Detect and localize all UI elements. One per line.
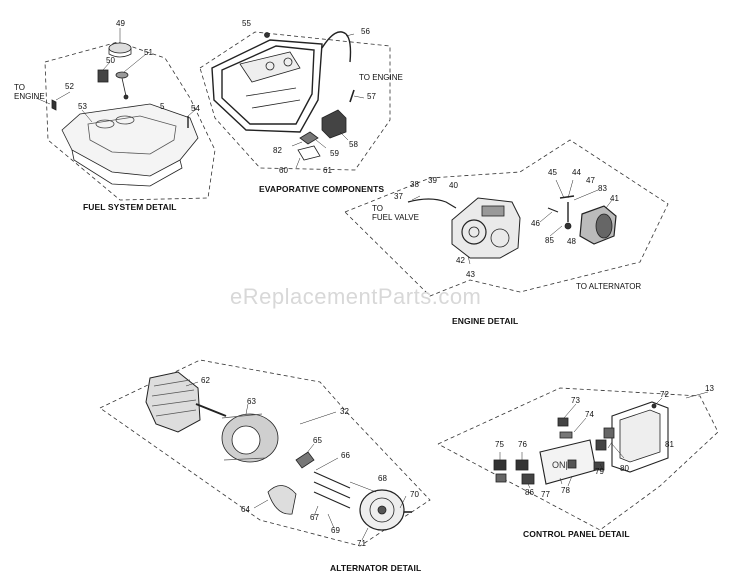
callout-65: 65 [313, 436, 322, 445]
fuel-cap [108, 42, 132, 54]
fuel-valve [51, 99, 57, 111]
callout-46: 46 [531, 219, 540, 228]
fuel-dashed-outline [44, 41, 216, 201]
callout-71: 71 [357, 539, 366, 548]
callout-37: 37 [394, 192, 403, 201]
callout-54: 54 [191, 104, 200, 113]
callout-77: 77 [541, 490, 550, 499]
callout-49: 49 [116, 19, 125, 28]
fuel-strainer [97, 69, 109, 83]
callout-73: 73 [571, 396, 580, 405]
callout-70: 70 [410, 490, 419, 499]
callout-67: 67 [310, 513, 319, 522]
callout-66: 66 [341, 451, 350, 460]
note-to-engine-left: TO ENGINE [14, 83, 45, 101]
callout-32: 32 [340, 407, 349, 416]
callout-80: 80 [620, 464, 629, 473]
callout-75: 75 [495, 440, 504, 449]
callout-76: 76 [518, 440, 527, 449]
callout-68: 68 [378, 474, 387, 483]
callout-58: 58 [349, 140, 358, 149]
title-alternator: ALTERNATOR DETAIL [330, 563, 422, 573]
callout-53: 53 [78, 102, 87, 111]
title-fuel-system: FUEL SYSTEM DETAIL [83, 202, 177, 212]
control-box [611, 401, 669, 473]
carbon-canister [321, 109, 347, 139]
callout-52: 52 [65, 82, 74, 91]
callout-39: 39 [428, 176, 437, 185]
rotor [145, 371, 201, 433]
callout-81: 81 [665, 440, 674, 449]
engine-dashed-outline [344, 139, 669, 297]
callout-47: 47 [586, 176, 595, 185]
svg-text:ON|: ON| [552, 460, 568, 470]
control-dashed-outline [437, 387, 719, 531]
callout-43: 43 [466, 270, 475, 279]
callout-57: 57 [367, 92, 376, 101]
callout-85: 85 [545, 236, 554, 245]
callout-79: 79 [595, 467, 604, 476]
callout-50: 50 [106, 56, 115, 65]
callout-72: 72 [660, 390, 669, 399]
callout-13: 13 [705, 384, 714, 393]
callout-44: 44 [572, 168, 581, 177]
callout-61: 61 [323, 166, 332, 175]
vent-hose [321, 31, 352, 63]
title-control-panel: CONTROL PANEL DETAIL [523, 529, 630, 539]
fuel-tank [61, 103, 199, 177]
callout-59: 59 [330, 149, 339, 158]
engine-group [344, 139, 669, 297]
generator-frame [211, 39, 323, 133]
callout-60: 60 [279, 166, 288, 175]
fuel-gauge [115, 71, 129, 79]
callout-78: 78 [561, 486, 570, 495]
callout-82: 82 [273, 146, 282, 155]
callout-48: 48 [567, 237, 576, 246]
callout-62: 62 [201, 376, 210, 385]
callout-74: 74 [585, 410, 594, 419]
callout-5: 5 [160, 102, 165, 111]
callout-42: 42 [456, 256, 465, 265]
callout-41: 41 [610, 194, 619, 203]
callout-86: 86 [525, 488, 534, 497]
watermark: eReplacementParts.com [230, 284, 482, 309]
control-panel-group: ON| [437, 387, 719, 531]
note-to-engine-evap: TO ENGINE [359, 73, 403, 82]
callout-45: 45 [548, 168, 557, 177]
evap-group [199, 31, 391, 171]
note-to-alternator: TO ALTERNATOR [576, 282, 642, 291]
callout-56: 56 [361, 27, 370, 36]
fuel-line [407, 198, 457, 209]
callout-51: 51 [144, 48, 153, 57]
callout-64: 64 [241, 505, 250, 514]
fan-shroud [267, 485, 297, 515]
fuel-system-group [35, 28, 216, 201]
callout-83: 83 [598, 184, 607, 193]
alternator-dashed-outline [99, 359, 431, 547]
note-to-fuel-valve: TO FUEL VALVE [372, 204, 419, 222]
callout-69: 69 [331, 526, 340, 535]
callout-38: 38 [410, 180, 419, 189]
callout-55: 55 [242, 19, 251, 28]
alternator-group [99, 359, 431, 547]
callout-63: 63 [247, 397, 256, 406]
title-engine: ENGINE DETAIL [452, 316, 519, 326]
callout-40: 40 [449, 181, 458, 190]
title-evaporative: EVAPORATIVE COMPONENTS [259, 184, 385, 194]
